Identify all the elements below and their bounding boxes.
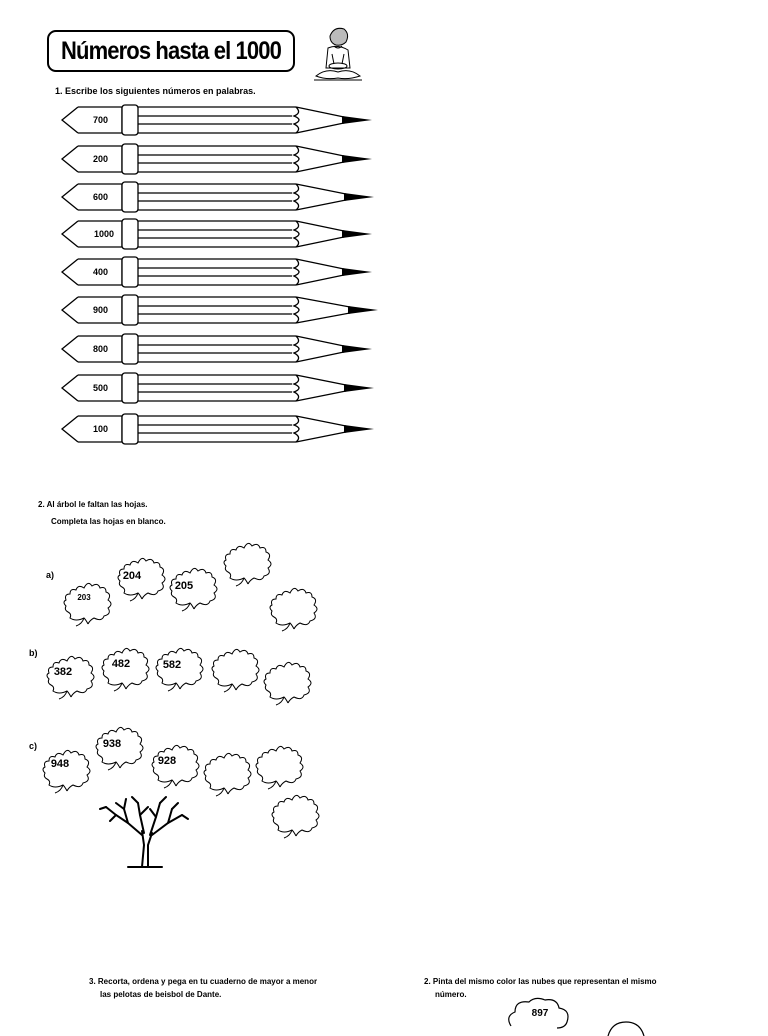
pencil-number: 900 xyxy=(93,305,109,315)
instruction-1: 1. Escribe los siguientes números en pal… xyxy=(55,86,256,96)
instruction-2-sub: Completa las hojas en blanco. xyxy=(51,517,166,526)
cloud-shape xyxy=(508,997,569,1029)
leaf xyxy=(46,655,95,700)
pencil-number: 100 xyxy=(93,424,109,434)
group-label-a: a) xyxy=(46,570,55,580)
leaf xyxy=(117,557,166,602)
instruction-4-line1: 2. Pinta del mismo color las nubes que r… xyxy=(424,977,657,986)
pencil-number: 400 xyxy=(93,267,109,277)
pencil-number: 500 xyxy=(93,383,109,393)
leaf-number: 203 xyxy=(77,593,91,602)
group-label-b: b) xyxy=(29,648,38,658)
pencil-number: 1000 xyxy=(94,229,115,239)
leaf-number: 205 xyxy=(174,580,194,592)
blank-leaf xyxy=(211,648,260,693)
bare-tree-illustration xyxy=(99,796,189,868)
instruction-3-line1: 3. Recorta, ordena y pega en tu cuaderno… xyxy=(89,977,318,986)
pencil-3 xyxy=(60,181,374,213)
leaf xyxy=(101,647,150,692)
pencil-1 xyxy=(60,104,372,136)
leaf-number: 482 xyxy=(111,658,131,670)
leaf-number: 928 xyxy=(157,755,177,767)
pencil-8 xyxy=(60,372,374,404)
blank-leaf xyxy=(203,752,252,797)
pencil-4 xyxy=(60,218,372,250)
leaf xyxy=(63,582,112,627)
leaf xyxy=(169,567,218,612)
leaf xyxy=(155,647,204,692)
pencil-7 xyxy=(60,333,372,365)
instruction-3-line2: las pelotas de beisbol de Dante. xyxy=(100,990,222,999)
leaf-number: 938 xyxy=(102,738,122,750)
pencil-number: 600 xyxy=(93,192,109,202)
child-reading-illustration xyxy=(314,27,362,81)
cloud-shape-partial xyxy=(607,1021,645,1036)
cloud-number: 897 xyxy=(531,1008,549,1019)
pencil-6 xyxy=(60,294,378,326)
page-title: Números hasta el 1000 xyxy=(61,36,282,65)
blank-leaf xyxy=(269,587,318,632)
blank-leaf xyxy=(263,661,312,706)
pencil-5 xyxy=(60,256,372,288)
leaf-number: 582 xyxy=(162,659,182,671)
title-box: Números hasta el 1000 xyxy=(47,30,295,72)
instruction-4-line2: número. xyxy=(435,990,467,999)
group-label-c: c) xyxy=(29,741,38,751)
leaf-number: 382 xyxy=(53,666,73,678)
leaf-number: 204 xyxy=(122,570,142,582)
instruction-2: 2. Al árbol le faltan las hojas. xyxy=(38,500,148,509)
blank-leaf xyxy=(223,542,272,587)
pencil-number: 700 xyxy=(93,115,109,125)
pencil-number: 200 xyxy=(93,154,109,164)
leaf xyxy=(95,726,144,771)
blank-leaf xyxy=(271,794,320,839)
leaf xyxy=(151,744,200,789)
leaf-number: 948 xyxy=(50,758,70,770)
blank-leaf xyxy=(255,745,304,790)
pencil-2 xyxy=(60,143,372,175)
pencil-9 xyxy=(60,413,374,445)
leaf xyxy=(42,749,91,794)
pencil-number: 800 xyxy=(93,344,109,354)
